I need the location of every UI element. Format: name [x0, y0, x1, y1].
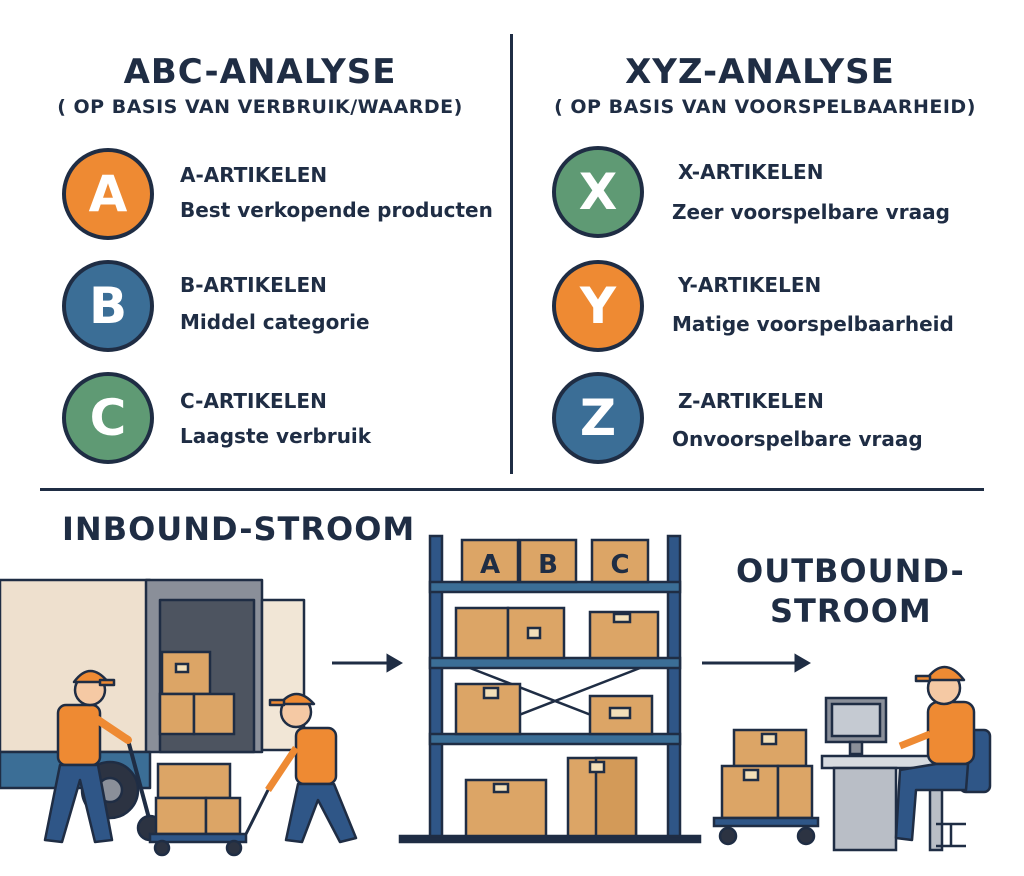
abc-item-c-title: C-ARTIKELEN — [180, 389, 327, 413]
abc-item-a-title: A-ARTIKELEN — [180, 163, 328, 187]
abc-item-b-desc: Middel categorie — [180, 310, 370, 334]
xyz-item-x-desc: Zeer voorspelbare vraag — [672, 200, 950, 224]
truck-icon — [0, 578, 306, 820]
xyz-item-y-desc: Matige voorspelbaarheid — [672, 312, 954, 336]
abc-circle-b: B — [62, 260, 154, 352]
xyz-circle-x: X — [552, 146, 644, 238]
xyz-circle-z: Z — [552, 372, 644, 464]
truck-boxes-icon — [158, 650, 236, 736]
xyz-title: XYZ-ANALYSE — [625, 52, 895, 92]
worker-pushing-icon — [244, 692, 358, 844]
horizontal-divider — [40, 488, 984, 491]
xyz-item-x-title: X-ARTIKELEN — [678, 160, 824, 184]
xyz-item-z-desc: Onvoorspelbare vraag — [672, 427, 923, 451]
abc-item-a-desc: Best verkopende producten — [180, 198, 493, 222]
xyz-circle-y: Y — [552, 260, 644, 352]
vertical-divider — [510, 34, 513, 474]
shelf-box-a — [460, 538, 520, 584]
worker-handtruck-icon — [43, 669, 222, 844]
shelf-label-c: C — [610, 550, 629, 580]
abc-item-c-desc: Laagste verbruik — [180, 424, 372, 448]
shelf-label-b: B — [538, 550, 558, 580]
abc-subtitle: ( OP BASIS VAN VERBRUIK/WAARDE) — [57, 96, 463, 118]
abc-circle-a: A — [62, 148, 154, 240]
shelf-box-c — [590, 538, 650, 584]
arrow-right-icon-2 — [702, 653, 811, 673]
shelf-box-b — [518, 538, 578, 584]
outbound-cart-icon — [712, 728, 820, 846]
arrow-right-icon — [332, 653, 403, 673]
xyz-item-z-title: Z-ARTIKELEN — [678, 389, 824, 413]
worker-seated-icon — [894, 665, 992, 848]
outbound-title-line1: OUTBOUND- — [736, 552, 965, 590]
inbound-title: INBOUND-STROOM — [62, 510, 416, 548]
abc-title: ABC-ANALYSE — [123, 52, 397, 92]
xyz-subtitle: ( OP BASIS VAN VOORSPELBAARHEID) — [554, 96, 976, 118]
shelf-boxes-icon — [454, 606, 660, 838]
abc-circle-c: C — [62, 372, 154, 464]
cart-boxes-icon — [148, 762, 248, 857]
shelf-label-a: A — [480, 550, 500, 580]
abc-item-b-title: B-ARTIKELEN — [180, 273, 327, 297]
xyz-item-y-title: Y-ARTIKELEN — [678, 273, 822, 297]
outbound-title-line2: STROOM — [770, 592, 932, 630]
